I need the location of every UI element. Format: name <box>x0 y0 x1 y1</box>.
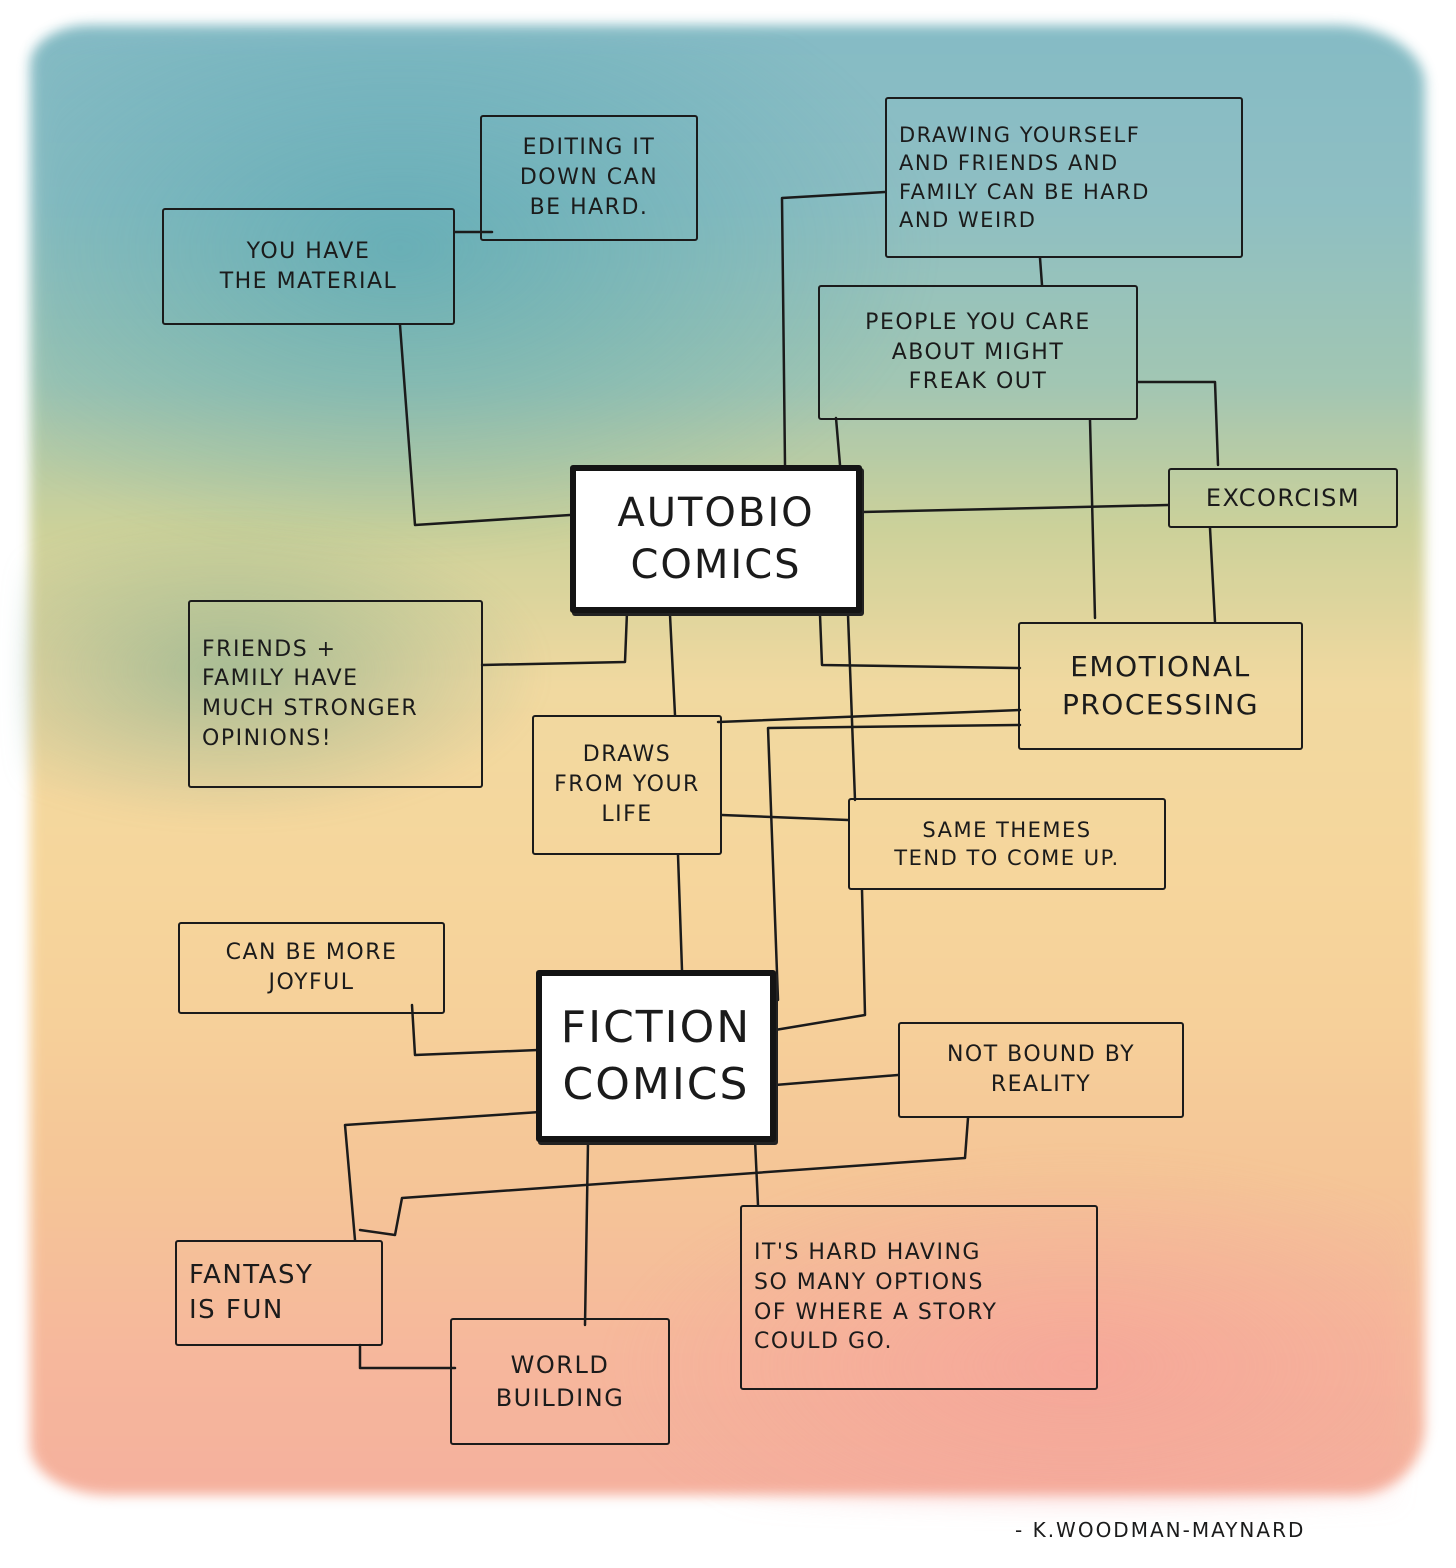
node-drawing-yourself: DRAWING YOURSELF AND FRIENDS AND FAMILY … <box>885 97 1243 258</box>
artist-signature: - K.WOODMAN-MAYNARD <box>1015 1518 1306 1542</box>
node-draws-from-life: DRAWS FROM YOUR LIFE <box>532 715 722 855</box>
connector-drawing-people <box>1038 256 1044 287</box>
connector-people-excorcism <box>1136 380 1220 467</box>
node-editing-down: EDITING IT DOWN CAN BE HARD. <box>480 115 698 241</box>
connector-emotional-fiction <box>766 723 1022 1002</box>
connector-draws-themes <box>720 813 850 822</box>
node-you-have-material: YOU HAVE THE MATERIAL <box>162 208 455 325</box>
connector-excorcism-emotional <box>1208 526 1217 624</box>
node-fiction-comics: FICTION COMICS <box>536 970 776 1142</box>
connector-fiction-fantasy <box>343 1110 542 1242</box>
connector-autobio-draws <box>668 613 677 717</box>
node-emotional-processing: EMOTIONAL PROCESSING <box>1018 622 1303 750</box>
node-same-themes: SAME THEMES TEND TO COME UP. <box>848 798 1166 890</box>
node-people-care: PEOPLE YOU CARE ABOUT MIGHT FREAK OUT <box>818 285 1138 420</box>
connector-fiction-notbound <box>773 1073 900 1087</box>
connector-people-emotional <box>1088 418 1097 620</box>
connector-themes-fiction <box>773 888 867 1032</box>
connector-draws-emotional <box>716 708 1022 724</box>
node-more-joyful: CAN BE MORE JOYFUL <box>178 922 445 1014</box>
node-fantasy-fun: FANTASY IS FUN <box>175 1240 383 1346</box>
connector-autobio-people <box>834 416 842 467</box>
connector-fiction-options <box>753 1138 760 1207</box>
node-not-bound: NOT BOUND BY REALITY <box>898 1022 1184 1118</box>
connector-fantasy-world <box>358 1343 457 1370</box>
connector-notbound-fantasy <box>358 1116 970 1237</box>
watercolor-green-patch <box>20 520 540 820</box>
node-excorcism: EXCORCISM <box>1168 468 1398 528</box>
connector-fiction-world <box>583 1140 590 1327</box>
connector-autobio-themes <box>846 613 857 802</box>
connector-autobio-drawing <box>780 190 887 467</box>
watercolor-pink-patch <box>600 1150 1400 1510</box>
connector-material-autobio <box>398 323 572 527</box>
connector-autobio-friends <box>480 610 629 667</box>
node-autobio-comics: AUTOBIO COMICS <box>570 465 862 613</box>
connector-joyful-fiction <box>410 1003 540 1057</box>
connector-draws-fiction <box>676 853 684 972</box>
node-many-options: IT'S HARD HAVING SO MANY OPTIONS OF WHER… <box>740 1205 1098 1390</box>
connector-autobio-excorcism <box>860 503 1170 514</box>
node-friends-family: FRIENDS + FAMILY HAVE MUCH STRONGER OPIN… <box>188 600 483 788</box>
connector-autobio-emotional <box>818 613 1022 670</box>
node-world-building: WORLD BUILDING <box>450 1318 670 1445</box>
